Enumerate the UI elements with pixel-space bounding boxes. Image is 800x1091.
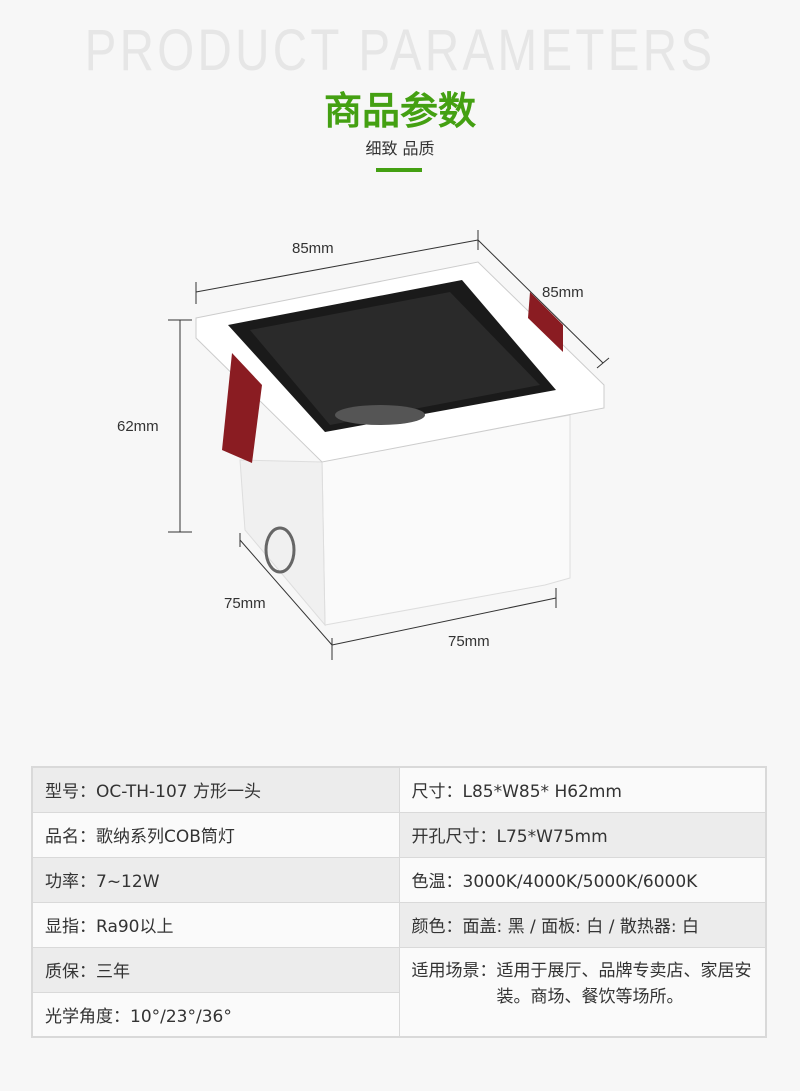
scene-value: 适用于展厅、品牌专卖店、家居安装。商场、餐饮等场所。 <box>496 960 752 1007</box>
dim-bottom-depth: 75mm <box>224 595 266 612</box>
spec-cutout: 开孔尺寸：L75*W75mm <box>398 811 767 858</box>
dim-top-width: 85mm <box>292 240 334 257</box>
page-title: 商品参数 <box>323 89 476 133</box>
spec-name: 品名：歌纳系列COB筒灯 <box>31 811 400 858</box>
spec-angle: 光学角度：10°/23°/36° <box>31 991 400 1038</box>
dim-bottom-width: 75mm <box>448 633 490 650</box>
spec-size: 尺寸：L85*W85* H62mm <box>398 766 767 813</box>
scene-label: 适用场景： <box>411 960 497 981</box>
title-underline <box>376 168 422 172</box>
spec-cri: 显指：Ra90以上 <box>31 901 400 948</box>
dim-height: 62mm <box>117 418 159 435</box>
spec-cct: 色温：3000K/4000K/5000K/6000K <box>398 856 767 903</box>
spec-table: 型号：OC-TH-107 方形一头 尺寸：L85*W85* H62mm 品名：歌… <box>31 766 767 1038</box>
bg-title: PRODUCT PARAMETERS <box>84 18 716 83</box>
spec-model: 型号：OC-TH-107 方形一头 <box>31 766 400 813</box>
spec-scene: 适用场景：适用于展厅、品牌专卖店、家居安装。商场、餐饮等场所。 <box>398 946 767 1038</box>
subtitle: 细致 品质 <box>365 139 435 158</box>
spec-color: 颜色：面盖: 黑 / 面板: 白 / 散热器: 白 <box>398 901 767 948</box>
spec-warranty: 质保：三年 <box>31 946 400 993</box>
dim-top-depth: 85mm <box>542 284 584 301</box>
spec-power: 功率：7~12W <box>31 856 400 903</box>
product-image: 85mm 85mm 62mm 75mm 75mm <box>117 230 610 660</box>
